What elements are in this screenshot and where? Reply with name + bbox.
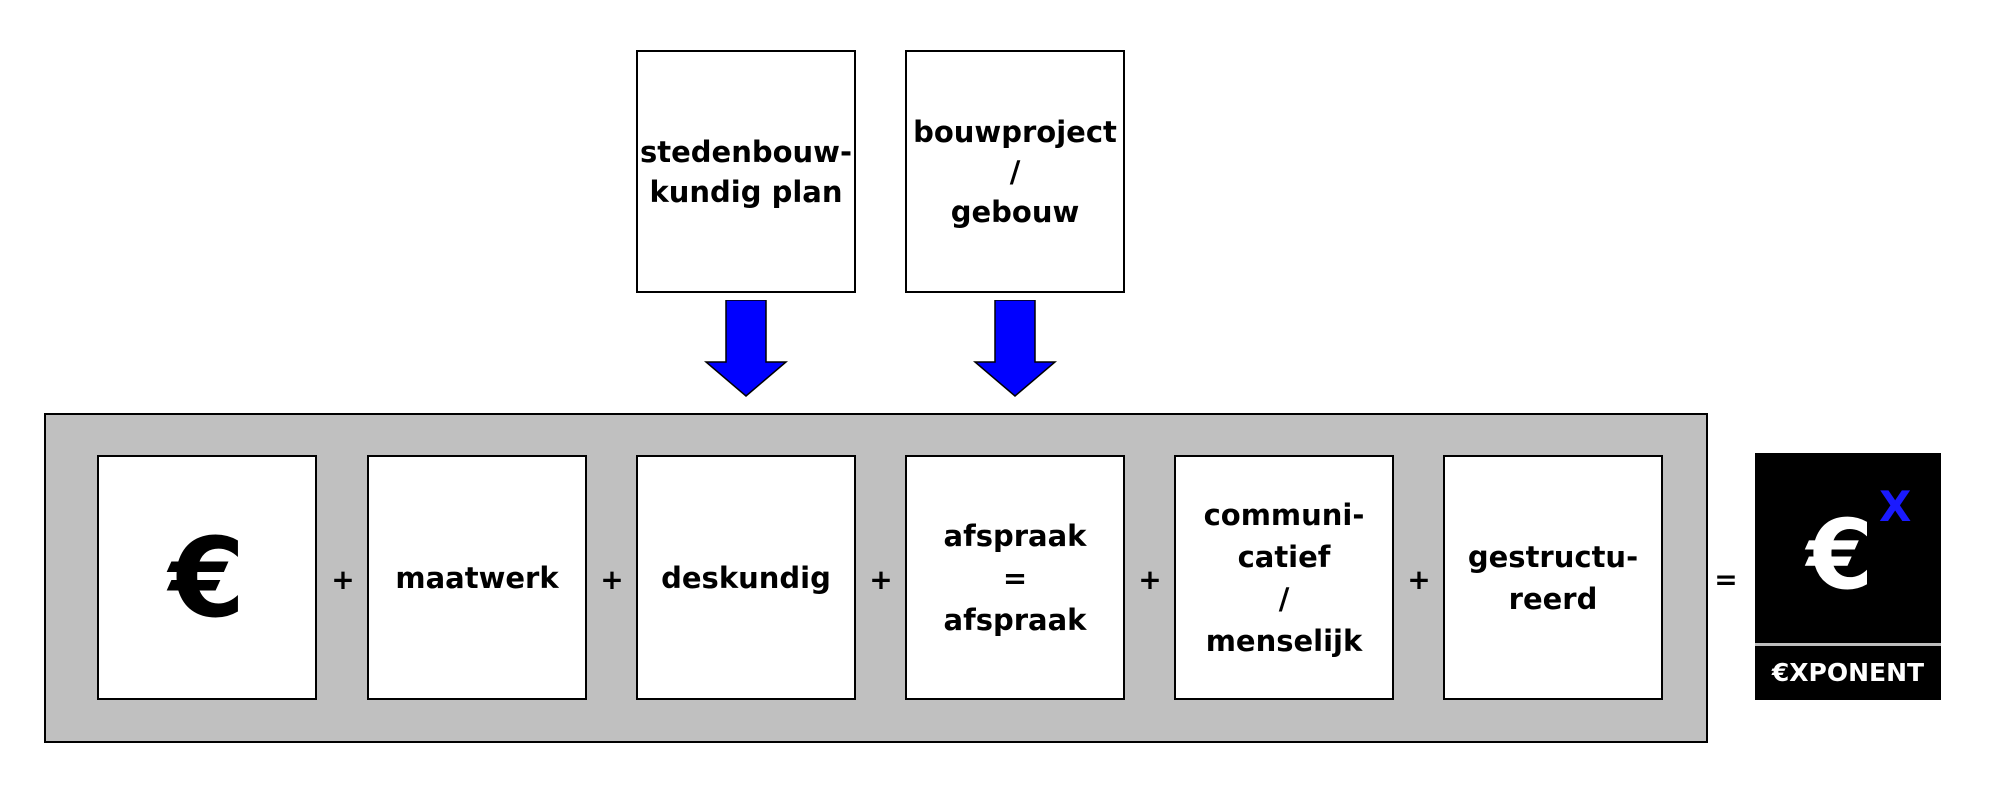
box-line: maatwerk <box>395 560 559 595</box>
box-line: catief <box>1237 539 1331 574</box>
box-line: afspraak <box>943 602 1087 637</box>
plus-sign: + <box>869 563 893 596</box>
box-bouwproject-gebouw: bouwproject / gebouw <box>905 50 1125 293</box>
equals-sign: = <box>1714 563 1738 596</box>
box-line: deskundig <box>661 560 831 595</box>
box-line: bouwproject <box>913 114 1117 149</box>
box-line: afspraak <box>943 518 1087 553</box>
box-afspraak: afspraak = afspraak <box>905 455 1125 700</box>
euro-icon: € <box>168 513 246 642</box>
box-line: gestructu- <box>1467 539 1639 574</box>
exponent-logo: € X €XPONENT <box>1755 453 1941 700</box>
box-euro: € <box>97 455 317 700</box>
box-communicatief: communi- catief / menselijk <box>1174 455 1394 700</box>
plus-sign: + <box>600 563 624 596</box>
box-line: stedenbouw- <box>639 134 853 169</box>
logo-exponent: X <box>1879 482 1912 531</box>
box-line: / <box>1009 154 1021 189</box>
box-gestructureerd: gestructu- reerd <box>1443 455 1663 700</box>
box-line: gebouw <box>950 194 1080 229</box>
box-line: / <box>1278 581 1290 616</box>
down-arrow-icon <box>973 300 1057 397</box>
box-line: reerd <box>1508 581 1598 616</box>
box-line: menselijk <box>1205 623 1363 658</box>
box-deskundig: deskundig <box>636 455 856 700</box>
plus-sign: + <box>1407 563 1431 596</box>
plus-sign: + <box>331 563 355 596</box>
box-line: = <box>1002 560 1028 595</box>
plus-sign: + <box>1138 563 1162 596</box>
box-line: kundig plan <box>649 174 843 209</box>
logo-divider <box>1755 643 1941 646</box>
logo-euro-icon: € <box>1806 499 1874 611</box>
equation-panel <box>44 413 1708 743</box>
logo-wordmark: €XPONENT <box>1771 658 1925 687</box>
box-stedenbouwkundig-plan: stedenbouw- kundig plan <box>636 50 856 293</box>
down-arrow-icon <box>704 300 788 397</box>
box-maatwerk: maatwerk <box>367 455 587 700</box>
box-line: communi- <box>1203 497 1365 532</box>
